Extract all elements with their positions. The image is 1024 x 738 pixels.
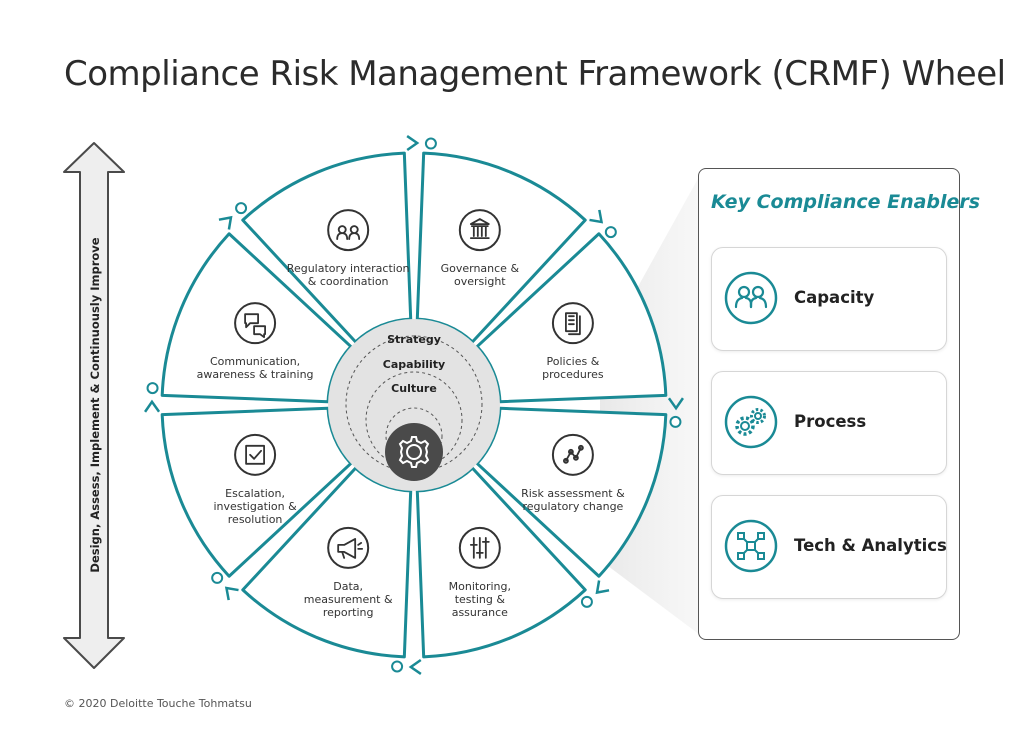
core-label-capability: Capability — [383, 358, 445, 371]
arrow-start-node — [424, 137, 437, 150]
page-title: Compliance Risk Management Framework (CR… — [64, 54, 1006, 94]
segment-label-line: awareness & training — [197, 368, 314, 381]
wheel-core: Strategy Capability Culture — [328, 319, 500, 491]
segment-label: Risk assessment &regulatory change — [521, 487, 625, 513]
segment-label-line: testing & — [455, 593, 506, 606]
network-nodes-icon — [551, 433, 594, 476]
segment-label-line: oversight — [454, 275, 506, 288]
enabler-card-capacity[interactable]: Capacity — [711, 247, 947, 351]
sliders-icon — [458, 526, 501, 569]
arrow-head — [218, 215, 233, 230]
gears-icon — [724, 395, 778, 449]
segment-label-line: Regulatory interaction — [287, 262, 410, 275]
checklist-icon — [234, 433, 277, 476]
gear-icon — [398, 436, 430, 468]
enabler-card-tech-analytics[interactable]: Tech & Analytics — [711, 495, 947, 599]
segment-label: Communication,awareness & training — [197, 355, 314, 381]
enablers-title: Key Compliance Enablers — [711, 191, 981, 213]
key-enablers-panel: Key Compliance Enablers Capacity Process — [698, 168, 980, 640]
arrow-start-node — [580, 595, 593, 608]
people-icon — [724, 271, 778, 325]
segment-governance-oversight[interactable]: Governance &oversight — [415, 151, 587, 344]
segment-label-line: measurement & — [304, 593, 393, 606]
arrow-head — [667, 397, 684, 411]
segment-label: Policies &procedures — [542, 355, 604, 381]
speech-bubbles-icon — [234, 302, 277, 345]
arrow-start-node — [669, 415, 682, 428]
segment-communication-awareness-training[interactable]: Communication,awareness & training — [160, 232, 353, 404]
segment-label-line: Policies & — [547, 355, 600, 368]
wheel-arrows — [144, 135, 684, 675]
arrow-head — [595, 580, 610, 595]
segment-label-line: procedures — [542, 368, 604, 381]
segment-label-line: Data, — [333, 580, 363, 593]
segment-risk-assessment-regulatory-change[interactable]: Risk assessment &regulatory change — [475, 406, 668, 578]
segment-label-line: & coordination — [308, 275, 389, 288]
segment-label-line: Escalation, — [225, 487, 285, 500]
segment-label: Regulatory interaction& coordination — [287, 262, 410, 288]
arrow-start-node — [146, 382, 159, 395]
segment-policies-procedures[interactable]: Policies &procedures — [475, 232, 668, 404]
segment-label-line: Risk assessment & — [521, 487, 625, 500]
arrow-head — [589, 209, 604, 224]
government-building-icon — [458, 209, 501, 252]
segment-label-line: assurance — [452, 606, 508, 619]
segment-label-line: Communication, — [210, 355, 300, 368]
enabler-label-process: Process — [794, 412, 867, 431]
segment-label-line: Monitoring, — [449, 580, 511, 593]
segment-label: Escalation,investigation &resolution — [213, 487, 297, 526]
arrow-head — [144, 399, 161, 413]
enabler-card-process[interactable]: Process — [711, 371, 947, 475]
segment-label-line: Governance & — [441, 262, 520, 275]
enablers-callout-beam — [600, 175, 700, 635]
continuous-improve-label: Design, Assess, Implement & Continuously… — [88, 237, 102, 572]
arrow-start-node — [235, 202, 248, 215]
continuous-improve-arrow: Design, Assess, Implement & Continuously… — [63, 142, 125, 669]
arrow-start-node — [604, 226, 617, 239]
segment-escalation-investigation-resolution[interactable]: Escalation,investigation &resolution — [160, 406, 353, 578]
arrow-head — [224, 586, 239, 601]
core-label-strategy: Strategy — [387, 333, 441, 346]
segment-label-line: investigation & — [213, 500, 297, 513]
segment-label: Governance &oversight — [441, 262, 520, 288]
arrow-head — [406, 135, 420, 152]
arrow-start-node — [391, 660, 404, 673]
documents-icon — [551, 302, 594, 345]
arrow-start-node — [211, 571, 224, 584]
people-icon — [327, 209, 370, 252]
segment-label: Data,measurement &reporting — [304, 580, 393, 619]
megaphone-icon — [327, 526, 370, 569]
network-icon — [724, 519, 778, 573]
segment-label-line: regulatory change — [522, 500, 623, 513]
segment-label-line: resolution — [228, 513, 283, 526]
segment-label-line: reporting — [323, 606, 374, 619]
segment-label: Monitoring,testing &assurance — [449, 580, 511, 619]
enabler-label-tech-analytics: Tech & Analytics — [794, 536, 947, 555]
enabler-label-capacity: Capacity — [794, 288, 875, 307]
arrow-head — [408, 658, 422, 675]
core-label-culture: Culture — [391, 382, 437, 395]
copyright-footer: © 2020 Deloitte Touche Tohmatsu — [64, 697, 252, 710]
